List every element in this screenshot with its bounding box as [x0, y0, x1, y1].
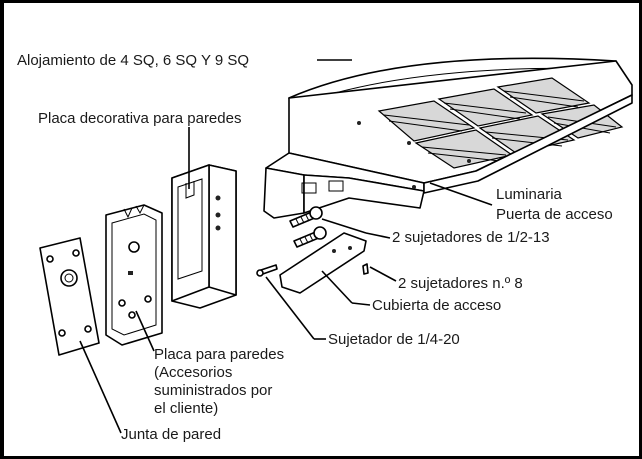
bolt-fasteners: [289, 206, 327, 248]
label-fastener-quarter: Sujetador de 1/4-20: [328, 331, 460, 348]
label-wall-gasket: Junta de pared: [121, 426, 221, 443]
label-housing: Alojamiento de 4 SQ, 6 SQ Y 9 SQ: [17, 52, 249, 69]
exploded-assembly-diagram: Alojamiento de 4 SQ, 6 SQ Y 9 SQ Placa d…: [17, 52, 633, 443]
label-fasteners-half: 2 sujetadores de 1/2-13: [392, 229, 550, 246]
label-wall-plate-4: el cliente): [154, 400, 218, 417]
leader-lines: [79, 59, 493, 434]
luminaire-housing: [263, 57, 633, 219]
decorative-wall-plate: [171, 164, 237, 309]
label-luminaire: Luminaria: [496, 186, 563, 203]
label-wall-plate-1: Placa para paredes: [154, 346, 284, 363]
label-decorative-plate: Placa decorativa para paredes: [38, 110, 241, 127]
access-cover: [279, 232, 367, 294]
label-access-door: Puerta de acceso: [496, 206, 613, 223]
wall-plate: [105, 204, 163, 346]
wall-gasket: [39, 237, 100, 356]
label-fasteners-no8: 2 sujetadores n.º 8: [398, 275, 523, 292]
small-screw: [362, 263, 369, 275]
label-wall-plate-2: (Accesorios: [154, 364, 232, 381]
label-wall-plate-3: suministrados por: [154, 382, 272, 399]
label-access-cover: Cubierta de acceso: [372, 297, 501, 314]
